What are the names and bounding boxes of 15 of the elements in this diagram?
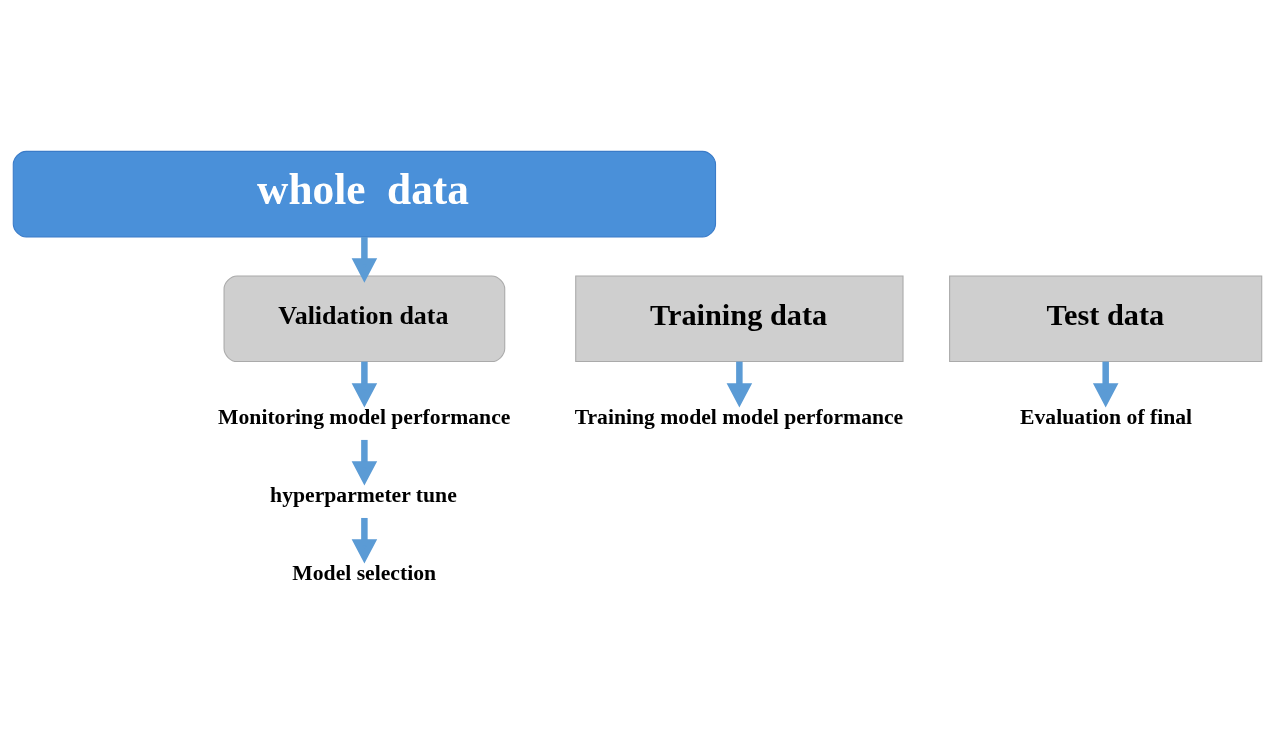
arrow: [351, 517, 378, 564]
arrow: [1092, 361, 1119, 407]
node-text: Evaluation of final: [1020, 404, 1193, 429]
node-text: hyperparmeter tune: [270, 482, 457, 507]
node-box: Training data: [575, 274, 904, 362]
node-text: Model selection: [292, 560, 437, 585]
node-text: Training model model performance: [574, 404, 904, 429]
node-text: Monitoring model performance: [218, 404, 511, 429]
arrow: [351, 361, 378, 407]
arrow: [351, 236, 378, 283]
node-box: whole data: [12, 150, 717, 237]
node-box: Test data: [949, 274, 1263, 362]
arrow: [726, 361, 753, 407]
node-box: Validation data: [223, 274, 506, 362]
arrow: [351, 439, 378, 485]
